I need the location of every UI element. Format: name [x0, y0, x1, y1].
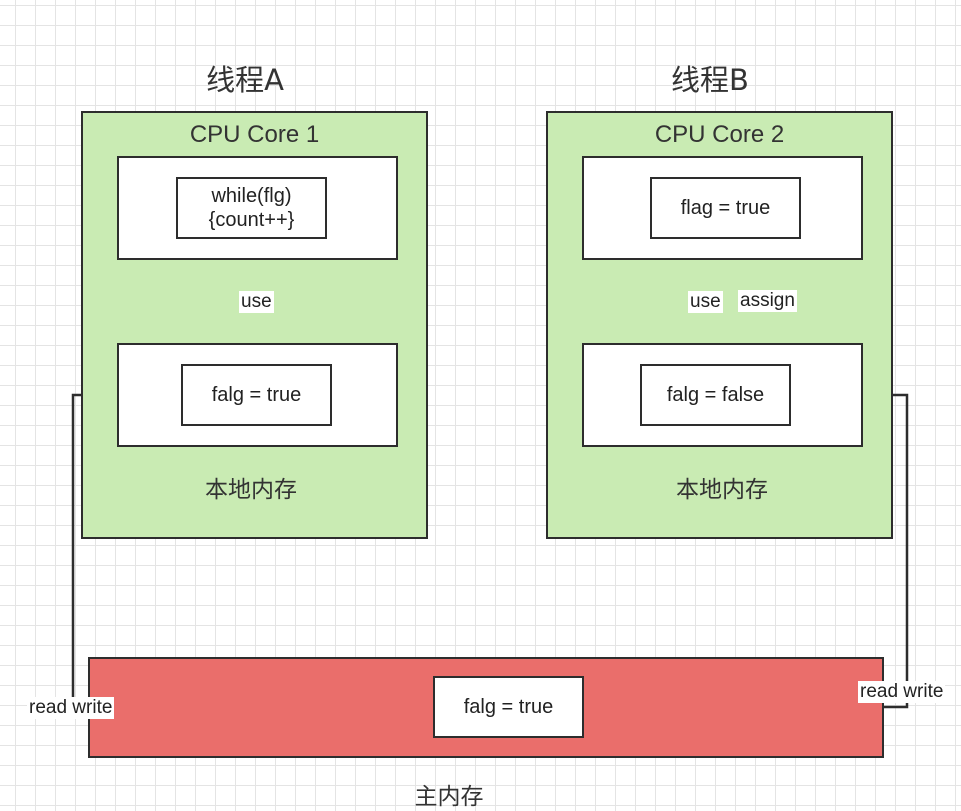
thread-a-title: 线程A	[206, 63, 284, 97]
code-line-1: while(flg)	[211, 185, 292, 207]
thread-a-use-label: use	[239, 291, 274, 313]
thread-a-local-memory	[117, 343, 398, 447]
main-memory-label: 主内存	[414, 784, 484, 810]
thread-b-use-label: use	[688, 291, 723, 313]
thread-b-title: 线程B	[671, 63, 749, 97]
thread-b-assign-label: assign	[738, 290, 797, 312]
thread-b-local-var: falg = false	[640, 364, 791, 426]
code-line-2: {count++}	[208, 209, 295, 231]
thread-a-local-var: falg = true	[181, 364, 332, 426]
cpu-core-2-label: CPU Core 2	[654, 121, 785, 148]
cpu-core-1-label: CPU Core 1	[189, 121, 320, 148]
right-read-write-label: read write	[858, 681, 946, 703]
thread-a-local-memory-label: 本地内存	[205, 477, 297, 503]
main-memory-var: falg = true	[433, 676, 584, 738]
left-read-write-label: read write	[27, 697, 115, 719]
thread-b-local-memory-label: 本地内存	[676, 477, 768, 503]
thread-b-code-box: flag = true	[650, 177, 801, 239]
thread-a-code-box: while(flg) {count++}	[176, 177, 327, 239]
